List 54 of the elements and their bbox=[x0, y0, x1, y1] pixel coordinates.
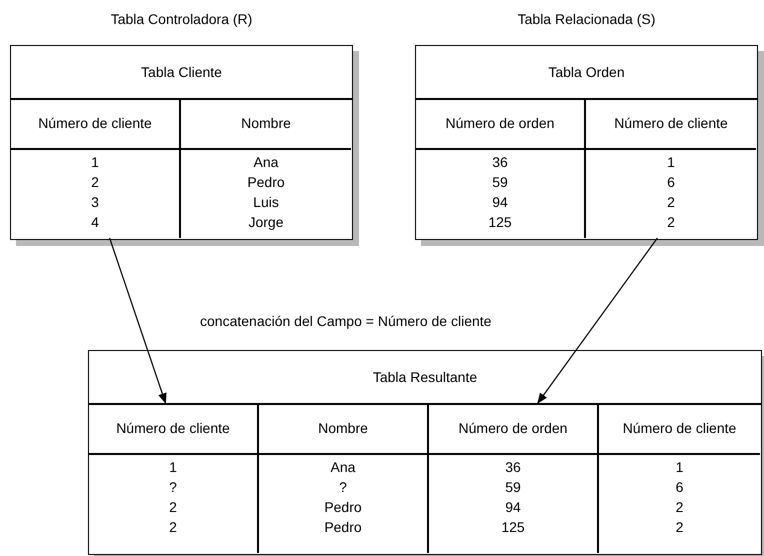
table-value: 94 bbox=[505, 498, 521, 517]
table-value: ? bbox=[169, 478, 177, 497]
table-column bbox=[11, 98, 181, 238]
table-value: 2 bbox=[667, 193, 675, 212]
table-value: Pedro bbox=[324, 518, 362, 537]
arrow bbox=[109, 238, 166, 404]
table-caption: Tabla Relacionada (S) bbox=[516, 10, 656, 28]
table-caption: Tabla Controladora (R) bbox=[110, 10, 254, 28]
column-header: Número de cliente bbox=[622, 420, 736, 436]
table-value: 2 bbox=[91, 173, 99, 192]
table-title: Tabla Cliente bbox=[141, 63, 222, 81]
table-value: 125 bbox=[488, 213, 512, 232]
table-column bbox=[429, 403, 599, 553]
table-title: Tabla Orden bbox=[548, 63, 625, 81]
table-value: ? bbox=[339, 478, 347, 497]
table-value: 6 bbox=[676, 478, 684, 497]
table-value: 2 bbox=[676, 498, 684, 517]
table-value: 3 bbox=[91, 193, 99, 212]
table-value: 59 bbox=[505, 478, 521, 497]
table-value: 1 bbox=[91, 153, 99, 172]
table-value: 2 bbox=[169, 498, 177, 517]
column-header: Nombre bbox=[241, 115, 291, 131]
table-value: Ana bbox=[254, 153, 278, 172]
table-value: 1 bbox=[667, 153, 675, 172]
table-value: 1 bbox=[676, 458, 684, 477]
table-value: 4 bbox=[91, 213, 99, 232]
arrow bbox=[537, 238, 658, 404]
table-value: 36 bbox=[505, 458, 521, 477]
table-value: Pedro bbox=[247, 173, 285, 192]
column-header: Número de cliente bbox=[116, 420, 230, 436]
table-value: 2 bbox=[676, 518, 684, 537]
column-header: Nombre bbox=[318, 420, 368, 436]
table-value: 36 bbox=[492, 153, 508, 172]
note-text: concatenación del Campo = Número de cliente bbox=[200, 312, 492, 330]
column-header: Número de orden bbox=[458, 420, 568, 436]
table-value: Ana bbox=[330, 458, 356, 477]
table-value: 6 bbox=[667, 173, 675, 192]
table-column bbox=[416, 98, 586, 238]
table-value: 94 bbox=[492, 193, 508, 212]
table-value: Luis bbox=[253, 193, 279, 212]
table-frame bbox=[88, 350, 762, 555]
table-column bbox=[259, 403, 429, 553]
column-header: Número de orden bbox=[446, 115, 554, 131]
table-title: Tabla Resultante bbox=[372, 368, 478, 386]
column-header: Número de cliente bbox=[38, 115, 152, 131]
table-value: Jorge bbox=[248, 213, 284, 232]
table-value: 59 bbox=[492, 173, 508, 192]
column-header: Número de cliente bbox=[614, 115, 728, 131]
table-value: 1 bbox=[169, 458, 177, 477]
table-column bbox=[89, 403, 259, 553]
table-value: 2 bbox=[667, 213, 675, 232]
table-value: Pedro bbox=[324, 498, 362, 517]
table-value: 2 bbox=[169, 518, 177, 537]
table-value: 125 bbox=[501, 518, 525, 537]
